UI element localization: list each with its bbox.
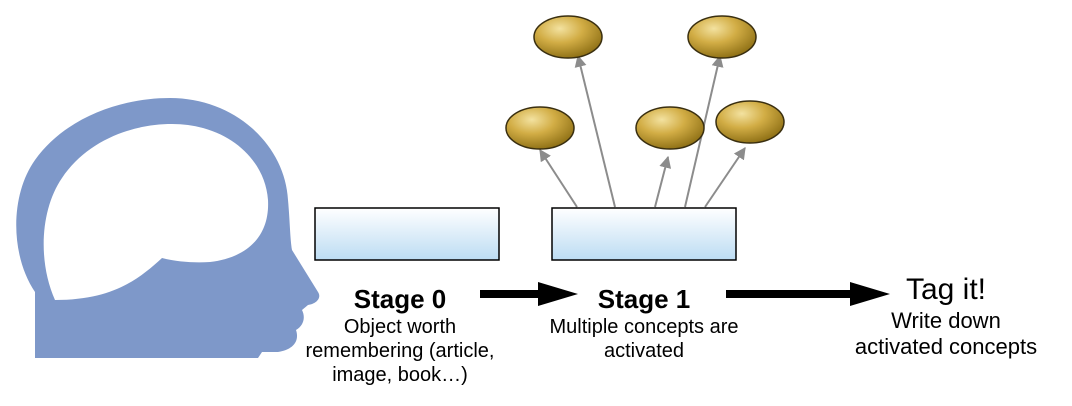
tag-it-label: Tag it! Write down activated concepts [822, 272, 1070, 361]
stage-0-description-line: remembering (article, [305, 340, 495, 363]
activation-line [704, 147, 746, 208]
brain-icon [43, 124, 269, 300]
activation-line [539, 148, 578, 208]
arrow-stage0-to-stage1 [480, 282, 578, 306]
activation-line [654, 155, 672, 208]
tag-it-description-line: Write down [891, 308, 1001, 333]
stage-1-description-line: activated [603, 340, 685, 363]
stage-0-title: Stage 0 [353, 284, 447, 314]
arrow-stage1-to-tag [726, 282, 890, 306]
stage-1-title: Stage 1 [597, 284, 691, 314]
stage-1-description-line: Multiple concepts are [549, 316, 739, 339]
concept-bubble-icon [533, 15, 603, 59]
tag-it-description-line: activated concepts [854, 334, 1038, 360]
stage-1-box [551, 207, 737, 261]
stage-1-label: Stage 1 Multiple concepts are activated [519, 284, 769, 363]
concept-bubbles [505, 15, 785, 150]
stage-0-box [314, 207, 500, 261]
concept-bubble-icon [715, 100, 785, 144]
concept-bubble-icon [687, 15, 757, 59]
concept-bubble-icon [505, 106, 575, 150]
stage-0-description-line: image, book…) [332, 364, 468, 387]
stage-0-description-line: Object worth [343, 316, 457, 339]
stage-0-label: Stage 0 Object worth remembering (articl… [275, 284, 525, 387]
activation-line [574, 54, 616, 208]
concept-bubble-icon [635, 106, 705, 150]
tag-it-title: Tag it! [905, 273, 987, 306]
